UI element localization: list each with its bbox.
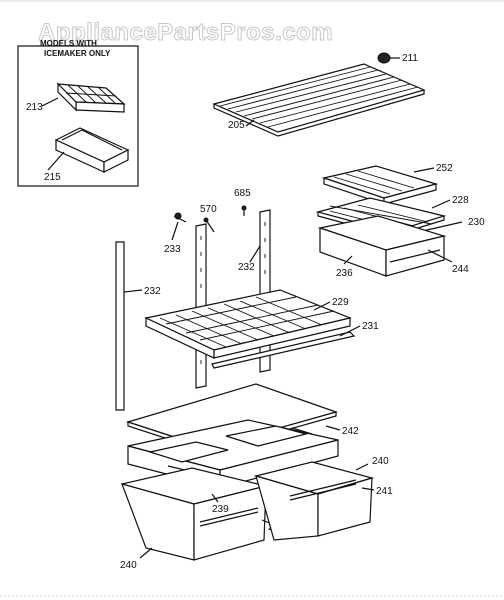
- label-236: 236: [336, 268, 353, 279]
- note-line-2: ICEMAKER ONLY: [44, 49, 111, 58]
- leader-240-right: [355, 463, 369, 471]
- label-205: 205: [228, 120, 245, 131]
- leader-241-right: [361, 487, 375, 491]
- ladder-right: [259, 209, 271, 373]
- leader-240-left: [139, 547, 153, 559]
- leader-239: [211, 493, 219, 503]
- clip-233: [173, 212, 187, 223]
- leader-244: [427, 249, 453, 263]
- leader-236: [343, 255, 353, 265]
- label-240-right: 240: [372, 456, 389, 467]
- trim-231: [211, 331, 356, 369]
- label-232-left: 232: [144, 286, 161, 297]
- leader-205: [245, 119, 255, 127]
- leader-232-left: [123, 289, 143, 293]
- label-244: 244: [452, 264, 469, 275]
- screw-685: [241, 205, 247, 216]
- pan-236: [317, 215, 447, 277]
- leader-252: [413, 167, 435, 173]
- label-252: 252: [436, 163, 453, 174]
- label-213: 213: [26, 102, 43, 113]
- label-241-right: 241: [376, 486, 393, 497]
- icemaker-note-box: MODELS WITH ICEMAKER ONLY: [17, 39, 139, 187]
- leader-232-right: [249, 245, 261, 263]
- label-242: 242: [342, 426, 359, 437]
- note-line-1: MODELS WITH: [40, 39, 97, 48]
- leader-215: [47, 151, 65, 171]
- ice-tray-213: [56, 82, 126, 113]
- label-231: 231: [362, 321, 379, 332]
- label-685: 685: [234, 188, 251, 199]
- label-232-right: 232: [238, 262, 255, 273]
- label-228: 228: [452, 195, 469, 206]
- leader-233: [171, 221, 179, 241]
- leader-228: [431, 199, 451, 209]
- label-240-left: 240: [120, 560, 137, 571]
- top-shelf-205: [212, 63, 426, 137]
- leader-213: [41, 97, 59, 107]
- crisper-frame: [127, 419, 339, 489]
- label-229: 229: [332, 297, 349, 308]
- label-570: 570: [200, 204, 217, 215]
- screw-570: [203, 217, 215, 233]
- label-215: 215: [44, 172, 61, 183]
- shelf-252: [321, 165, 439, 205]
- drawer-right: [253, 461, 375, 541]
- watermark: AppliancePartsPros.com: [38, 19, 333, 46]
- leader-229: [313, 301, 331, 311]
- drawer-left: [121, 467, 267, 561]
- shelf-229: [144, 289, 352, 359]
- cap-211: [377, 52, 400, 64]
- label-230: 230: [468, 217, 485, 228]
- label-211: 211: [402, 53, 418, 64]
- ice-bin-215: [54, 127, 130, 173]
- label-239: 239: [212, 504, 229, 515]
- label-233: 233: [164, 244, 181, 255]
- strip-232: [115, 241, 125, 411]
- leader-242: [325, 425, 341, 431]
- leader-231: [339, 325, 361, 337]
